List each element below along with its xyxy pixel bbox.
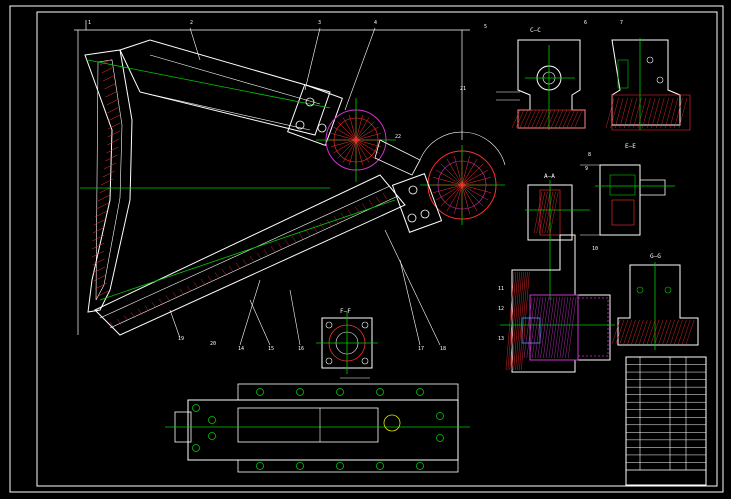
callout-number: 21: [460, 86, 466, 92]
callout-number: 7: [620, 20, 623, 26]
callout-number: 17: [418, 346, 424, 352]
callout-number: 1: [88, 20, 91, 26]
callout-number: 5: [484, 24, 487, 30]
base-plan-view: [165, 383, 470, 473]
section-b-b: [605, 38, 691, 131]
callout-number: 19: [178, 336, 184, 342]
main-arm-view: [74, 20, 506, 346]
section-c-c: C—C: [496, 27, 586, 130]
label-section-f-f: F—F: [340, 308, 351, 315]
label-section-g-g: G—G: [650, 253, 661, 260]
callout-number: 14: [238, 346, 244, 352]
callout-number: 2: [190, 20, 193, 26]
section-g-g: G—G: [611, 253, 699, 350]
gripper-section: [500, 234, 615, 373]
section-a-a: A—A: [525, 173, 590, 300]
callout-number: 6: [584, 20, 587, 26]
callout-number: 11: [498, 286, 504, 292]
callout-number: 18: [440, 346, 446, 352]
label-section-e-e: E—E: [625, 143, 636, 150]
label-section-c-c: C—C: [530, 27, 541, 34]
callout-number: 15: [268, 346, 274, 352]
section-f-f: F—F: [316, 308, 378, 379]
section-e-e: E—E: [580, 143, 675, 236]
callout-number: 3: [318, 20, 321, 26]
callout-number: 16: [298, 346, 304, 352]
callout-number: 12: [498, 306, 504, 312]
outer-frame: [9, 5, 724, 493]
callout-number: 20: [210, 341, 216, 347]
callout-number: 13: [498, 336, 504, 342]
callout-number: 10: [592, 246, 598, 252]
callout-number: 4: [374, 20, 377, 26]
inner-frame: [36, 11, 718, 487]
callout-number: 22: [395, 134, 401, 140]
callout-number: 8: [588, 152, 591, 158]
title-block: [625, 356, 707, 486]
callout-number: 9: [585, 166, 588, 172]
label-section-a-a: A—A: [544, 173, 555, 180]
